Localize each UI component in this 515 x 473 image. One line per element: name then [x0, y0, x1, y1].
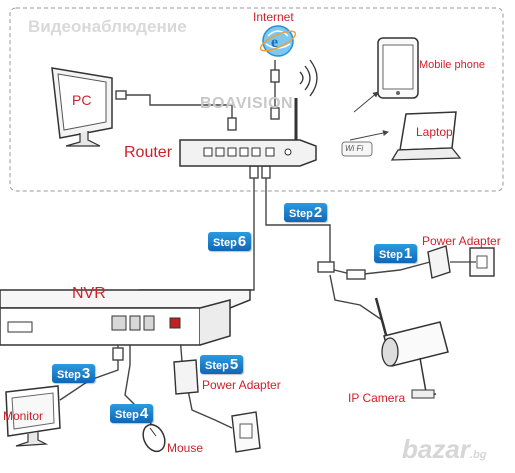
router-icon [179, 98, 317, 167]
nvr-label: NVR [72, 285, 106, 302]
step-4-word: Step [115, 409, 139, 421]
pc-icon [51, 67, 113, 147]
nvr-power-adapter-icon [173, 359, 199, 395]
watermark-bottom-text: bazar [402, 434, 470, 464]
nvr-icon [0, 289, 251, 346]
pc-label: PC [72, 92, 92, 108]
wall-socket-icon [231, 411, 261, 453]
wifi-waves-icon [299, 59, 318, 97]
internet-globe-icon: e [259, 25, 297, 57]
mobile-phone-icon [377, 37, 419, 99]
step-1-badge: Step1 [374, 244, 418, 263]
wifi-badge: Wi Fi [345, 144, 364, 153]
step-2-badge: Step2 [284, 203, 328, 222]
monitor-label: Monitor [3, 409, 44, 423]
mouse-icon [142, 423, 166, 453]
camera-power-adapter-icon [427, 245, 495, 279]
step-4-badge: Step4 [110, 404, 154, 423]
ip-camera-label: IP Camera [348, 391, 406, 405]
step-5-number: 5 [229, 356, 239, 373]
step-5-badge: Step5 [200, 355, 244, 374]
step-2-number: 2 [313, 204, 323, 221]
step-2-word: Step [289, 208, 313, 220]
home-network-boundary [9, 7, 504, 192]
camera-power-adapter-label: Power Adapter [422, 234, 501, 248]
step-4-number: 4 [139, 405, 149, 422]
step-1-number: 1 [403, 245, 413, 262]
mobile-phone-label: Mobile phone [419, 59, 486, 71]
svg-text:e: e [271, 34, 278, 51]
step-3-number: 3 [81, 365, 91, 382]
watermark-top: Видеонаблюдение [28, 17, 187, 36]
ip-camera-icon [374, 297, 449, 399]
mouse-cable [124, 335, 153, 431]
laptop-icon [390, 111, 462, 161]
router-label: Router [124, 144, 173, 161]
step-6-number: 6 [237, 233, 247, 250]
watermark-bottom-suffix: .bg [469, 449, 487, 461]
internet-label: Internet [253, 10, 294, 24]
step-1-word: Step [379, 249, 403, 261]
router-camera-cable [265, 170, 331, 262]
nvr-power-adapter-label: Power Adapter [202, 378, 281, 392]
laptop-label: Laptop [416, 125, 453, 139]
step-5-word: Step [205, 360, 229, 372]
mouse-label: Mouse [167, 441, 204, 455]
step-6-badge: Step6 [208, 232, 252, 251]
pc-cable [125, 94, 233, 130]
wifi-badge-frame [341, 141, 373, 157]
step-6-word: Step [213, 237, 237, 249]
monitor-icon [5, 385, 61, 447]
step-3-badge: Step3 [52, 364, 96, 383]
camera-pigtail [325, 261, 431, 276]
brand-logo: BOAVISION [200, 95, 294, 112]
step-3-word: Step [57, 369, 81, 381]
watermark-bottom: bazar.bg [402, 436, 486, 462]
